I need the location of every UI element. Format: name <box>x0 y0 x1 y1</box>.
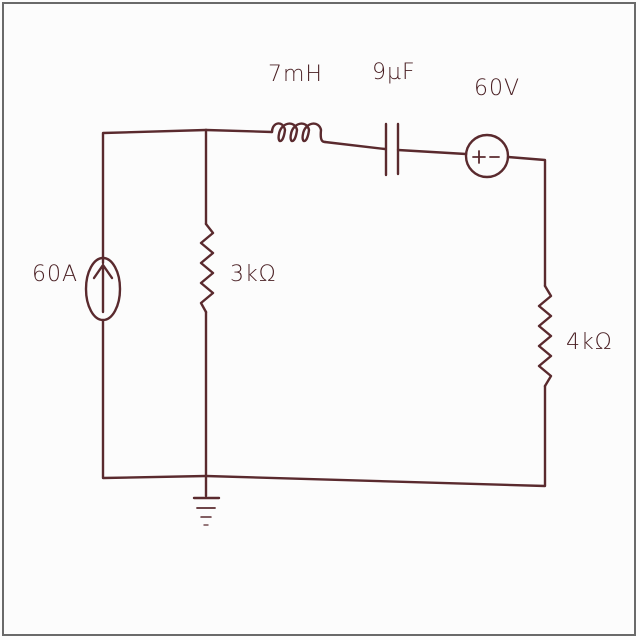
voltage-source-label: 60V <box>474 76 521 101</box>
plus-icon <box>472 150 486 164</box>
arrow-up-icon <box>92 263 114 314</box>
capacitor <box>384 122 400 177</box>
bottom-wire <box>204 384 547 488</box>
inductor <box>270 122 327 144</box>
current-source-label: 60A <box>32 262 79 287</box>
inductor-label: 7mH <box>268 62 323 87</box>
left-wire <box>101 128 208 480</box>
ground-symbol <box>192 496 221 526</box>
capacitor-label: 9µF <box>372 60 416 85</box>
resistor-3k <box>199 222 215 314</box>
voltage-source <box>464 133 510 179</box>
resistor-4k <box>537 284 553 388</box>
current-source <box>84 256 122 322</box>
top-wire-2 <box>323 140 387 151</box>
right-wire <box>506 155 547 288</box>
resistor-3k-label: 3kΩ <box>230 262 277 287</box>
top-wire-1 <box>204 128 274 134</box>
top-wire-3 <box>396 148 468 156</box>
resistor-4k-label: 4kΩ <box>566 330 613 355</box>
